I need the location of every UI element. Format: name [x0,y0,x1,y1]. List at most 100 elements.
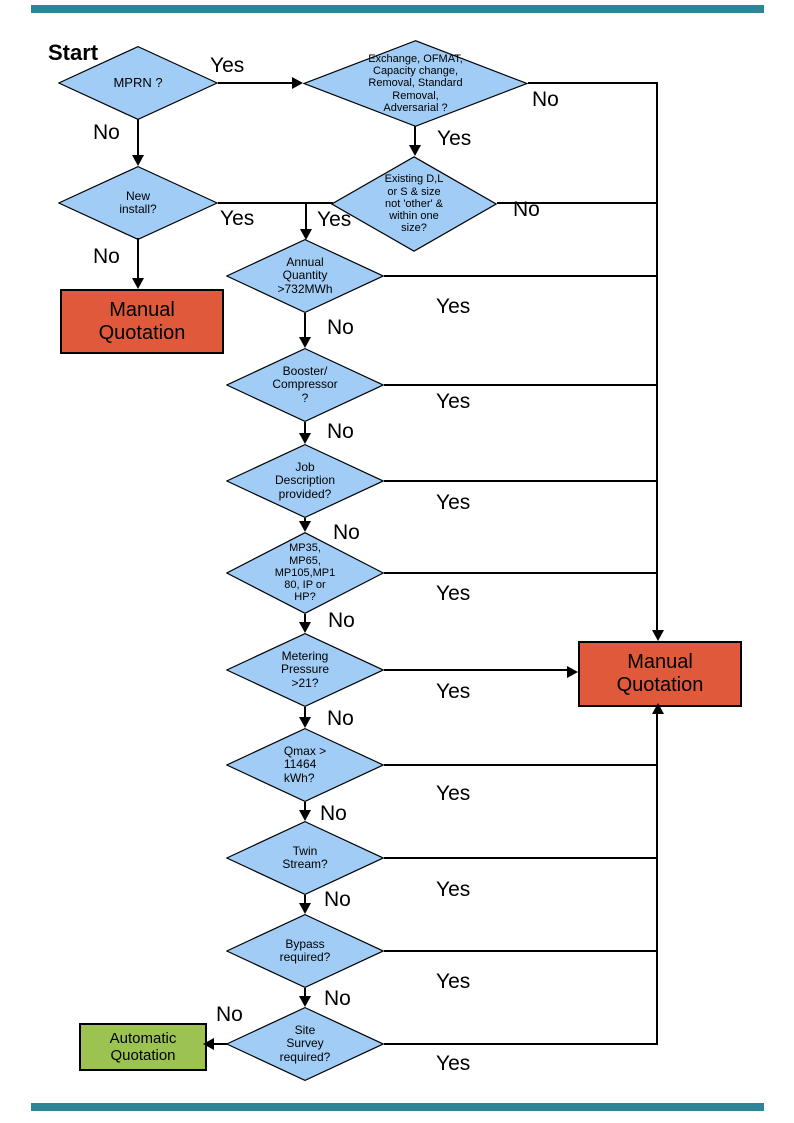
manual-quotation-left-label: Manual Quotation [98,298,186,344]
connector-line [213,1043,227,1045]
edge-label-yes: Yes [436,295,471,318]
decision-new-install: New install? [58,166,218,240]
arrow-down-icon [299,903,311,914]
automatic-quotation-box: Automatic Quotation [79,1023,207,1071]
decision-twin-stream: Twin Stream? [226,821,384,895]
connector-line [137,238,139,280]
edge-label-yes: Yes [317,208,352,231]
edge-label-yes: Yes [436,970,471,993]
manual-quotation-box-left: Manual Quotation [60,289,224,354]
connector-line [304,422,306,435]
decision-bypass: Bypass required? [226,914,384,988]
connector-line [384,384,658,386]
edge-label-yes: Yes [436,1052,471,1075]
connector-line [384,857,658,859]
decision-twin-stream-label: Twin Stream? [282,843,328,871]
connector-line [384,275,658,277]
decision-exchange-label: Exchange, OFMAT, Capacity change, Remova… [368,52,463,114]
arrow-down-icon [299,622,311,633]
decision-exchange: Exchange, OFMAT, Capacity change, Remova… [303,40,528,127]
decision-booster-label: Booster/ Compressor ? [272,363,338,405]
diamond-shape [226,633,384,707]
decision-annual-quantity: Annual Quantity >732MWh [226,239,384,313]
diamond-shape [226,1007,384,1081]
diamond-shape [226,728,384,802]
diamond-shape [226,444,384,518]
decision-mprn: MPRN ? [58,46,218,120]
start-label: Start [48,40,99,65]
edge-label-no: No [513,198,540,221]
connector-line [304,895,306,905]
decision-mprn-label: MPRN ? [113,74,163,90]
diamond-shape [226,239,384,313]
connector-line [656,82,658,632]
decision-site-survey-label: Site Survey required? [279,1022,331,1064]
diamond-shape [226,821,384,895]
edge-label-no: No [327,420,354,443]
decision-booster: Booster/ Compressor ? [226,348,384,422]
decision-existing-label: Existing D,L or S & size not 'other' & w… [384,173,444,235]
edge-label-yes: Yes [437,127,472,150]
connector-line [656,712,658,1045]
bottom-rule-bar [31,1103,764,1111]
arrow-down-icon [299,717,311,728]
edge-label-yes: Yes [436,680,471,703]
edge-label-no: No [327,707,354,730]
decision-job-description: Job Description provided? [226,444,384,518]
arrow-left-icon [203,1038,214,1050]
arrow-right-icon [292,77,303,89]
decision-annual-quantity-label: Annual Quantity >732MWh [277,254,333,296]
arrow-down-icon [132,278,144,289]
edge-label-yes: Yes [220,207,255,230]
diamond-shape [226,348,384,422]
decision-job-description-label: Job Description provided? [274,459,336,501]
edge-label-no: No [328,609,355,632]
connector-line [384,950,658,952]
connector-line [304,313,306,339]
arrow-down-icon [299,433,311,444]
edge-label-no: No [216,1003,243,1026]
edge-label-no: No [333,521,360,544]
connector-line [384,669,569,671]
connector-line [528,82,658,84]
diamond-shape [331,156,497,252]
connector-line [414,126,416,147]
decision-qmax: Qmax > 11464 kWh? [226,728,384,802]
connector-line [384,1043,658,1045]
arrow-right-icon [567,666,578,678]
connector-line [497,202,658,204]
decision-qmax-label: Qmax > 11464 kWh? [283,743,327,785]
edge-label-no: No [532,88,559,111]
arrow-up-icon [652,703,664,714]
edge-label-yes: Yes [210,54,245,77]
decision-site-survey: Site Survey required? [226,1007,384,1081]
diamond-shape [226,914,384,988]
connector-line [304,988,306,998]
edge-label-no: No [324,888,351,911]
arrow-down-icon [652,630,664,641]
arrow-down-icon [299,996,311,1007]
manual-quotation-right-label: Manual Quotation [616,651,704,696]
connector-line [384,572,658,574]
arrow-down-icon [300,229,312,240]
connector-line [384,764,658,766]
edge-label-yes: Yes [436,582,471,605]
edge-label-no: No [327,316,354,339]
connector-line [304,707,306,719]
connector-line [304,614,306,624]
decision-mp-tiers: MP35, MP65, MP105,MP1 80, IP or HP? [226,532,384,614]
decision-existing: Existing D,L or S & size not 'other' & w… [331,156,497,252]
connector-line [304,802,306,812]
decision-metering-pressure: Metering Pressure >21? [226,633,384,707]
connector-line [384,480,658,482]
edge-label-no: No [324,987,351,1010]
top-rule-bar [31,5,764,13]
decision-new-install-label: New install? [119,188,157,216]
decision-metering-pressure-label: Metering Pressure >21? [280,648,330,690]
edge-label-no: No [93,245,120,268]
arrow-down-icon [299,810,311,821]
edge-label-yes: Yes [436,491,471,514]
connector-line [218,82,294,84]
arrow-down-icon [409,145,421,156]
connector-line [218,202,333,204]
